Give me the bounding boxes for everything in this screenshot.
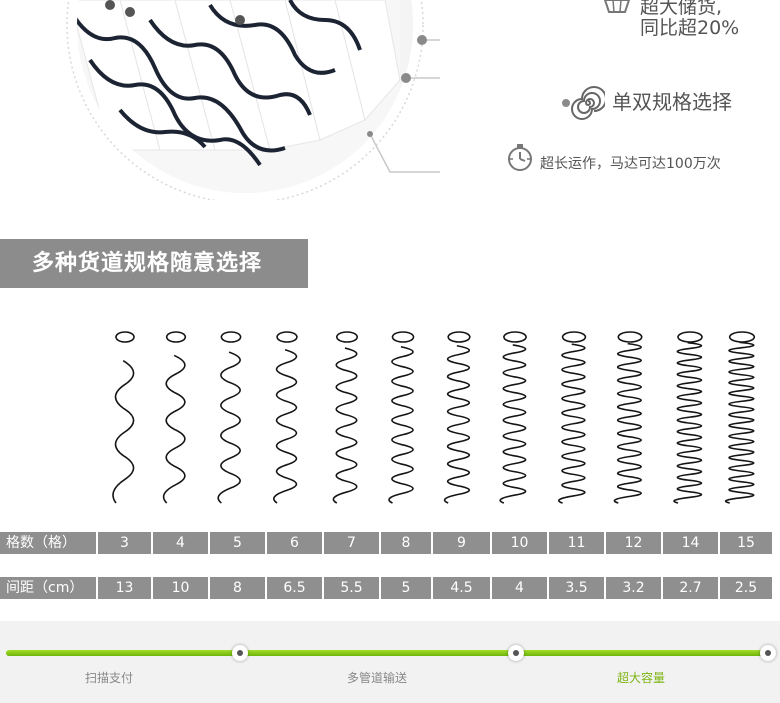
- section-banner: 多种货道规格随意选择: [0, 239, 308, 288]
- spacing-row: 间距（cm） 13 10 8 6.5 5.5 5 4.5 4 3.5 3.2 2…: [0, 577, 780, 599]
- spacing-cell: 4: [492, 577, 547, 599]
- motor-life-feature: 超长运作，马达可达100万次: [540, 156, 721, 172]
- step-knob-2[interactable]: [508, 645, 524, 661]
- progress-track: [6, 650, 776, 656]
- spacing-cell: 4.5: [433, 577, 490, 599]
- spring-top-loop: [677, 331, 703, 343]
- spring-top-loop: [561, 331, 587, 343]
- spec-choice-feature: 单双规格选择: [612, 90, 732, 114]
- slots-cell: 12: [606, 532, 661, 554]
- spacing-cell: 2.5: [720, 577, 772, 599]
- spiral-icon: [571, 86, 605, 120]
- product-closeup-image: [66, 0, 440, 200]
- stopwatch-icon: [508, 144, 532, 171]
- spring-top-loop: [728, 331, 756, 343]
- spring-coil: [443, 344, 471, 504]
- feature-progress-footer: [0, 621, 780, 703]
- spacing-cell: 3.5: [549, 577, 604, 599]
- spring-coil: [273, 349, 298, 504]
- slots-cell: 15: [720, 532, 772, 554]
- spring-coil: [162, 354, 186, 504]
- spring-coil: [388, 345, 414, 504]
- spring-top-loop: [335, 331, 358, 343]
- basket-icon: [603, 0, 631, 13]
- step-knob-1[interactable]: [232, 645, 248, 661]
- slots-cell: 6: [267, 532, 322, 554]
- spring-coil: [112, 360, 135, 504]
- slots-cell: 5: [210, 532, 265, 554]
- slots-cell: 14: [663, 532, 718, 554]
- slots-cell: 3: [98, 532, 151, 554]
- spacing-cell: 3.2: [606, 577, 661, 599]
- spring-coil: [558, 343, 586, 504]
- spring-coil: [499, 344, 527, 504]
- spring-coil: [673, 341, 703, 504]
- spacing-cell: 8: [210, 577, 265, 599]
- spacing-cell: 10: [153, 577, 208, 599]
- spacing-cell: 5.5: [324, 577, 379, 599]
- spring-top-loop: [391, 331, 415, 343]
- spring-coil: [613, 342, 642, 504]
- spring-coil: [217, 351, 241, 504]
- slots-cell: 8: [381, 532, 431, 554]
- step-label-scan-pay[interactable]: 扫描支付: [85, 671, 134, 685]
- spacing-cell: 13: [98, 577, 151, 599]
- spring-coil: [332, 347, 358, 504]
- slots-cell: 4: [153, 532, 208, 554]
- spacing-cell: 5: [381, 577, 431, 599]
- step-knob-3[interactable]: [760, 645, 776, 661]
- spring-top-loop: [447, 331, 471, 343]
- slots-cell: 9: [433, 532, 490, 554]
- spacing-cell: 2.7: [663, 577, 718, 599]
- slots-cell: 10: [492, 532, 547, 554]
- capacity-feature-line2: 同比超20%: [640, 17, 740, 39]
- spring-top-loop: [276, 331, 298, 343]
- spacing-header: 间距（cm）: [0, 577, 96, 599]
- slots-header: 格数（格）: [0, 532, 96, 554]
- green-dot-marker: [562, 99, 570, 107]
- capacity-feature-line1: 超大储货,: [640, 0, 723, 18]
- step-label-large-capacity[interactable]: 超大容量: [617, 671, 666, 685]
- spring-top-loop: [617, 331, 643, 343]
- spring-top-loop: [220, 331, 242, 343]
- slots-row: 格数（格） 3 4 5 6 7 8 9 10 11 12 14 15: [0, 532, 780, 554]
- step-label-multi-lane[interactable]: 多管道输送: [347, 671, 408, 685]
- slots-cell: 7: [324, 532, 379, 554]
- spacing-cell: 6.5: [267, 577, 322, 599]
- spring-top-loop: [115, 331, 135, 343]
- spring-top-loop: [503, 331, 527, 343]
- spring-top-loop: [165, 331, 187, 343]
- spring-coil: [724, 341, 755, 504]
- spring-coils-row: [112, 331, 756, 504]
- slots-cell: 11: [549, 532, 604, 554]
